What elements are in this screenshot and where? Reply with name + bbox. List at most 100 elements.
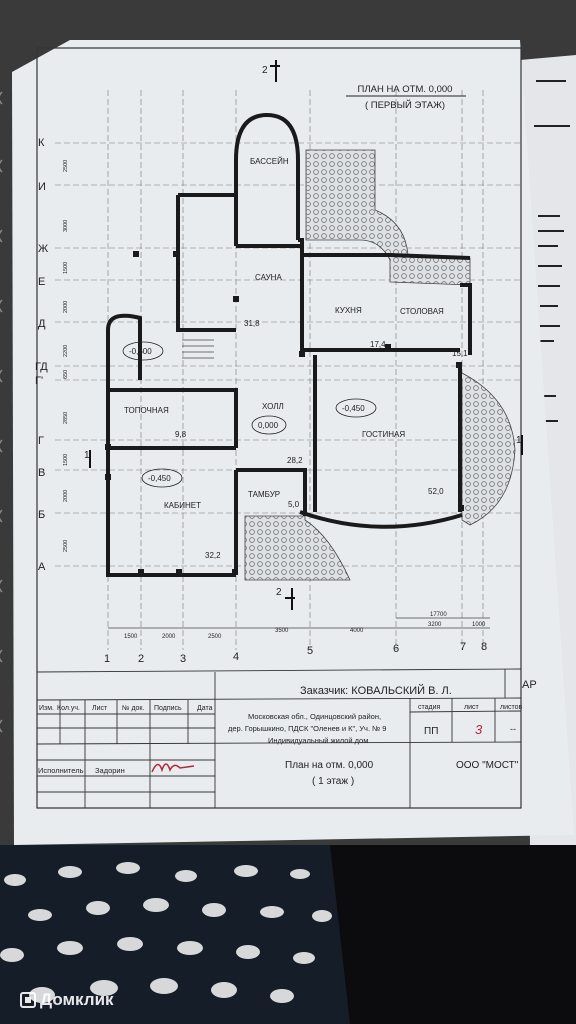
total-dimension: 17700 — [430, 612, 447, 618]
col-dim: 4000 — [350, 628, 364, 634]
role-label: Исполнитель — [38, 766, 84, 775]
row-dim: 2000 — [63, 301, 69, 313]
col-dim: 2000 — [162, 634, 176, 640]
drawing-name-2: ( 1 этаж ) — [312, 776, 354, 787]
row-dim: 650 — [63, 370, 69, 379]
area-sauna: 31,8 — [244, 319, 260, 328]
address-line-2: дер. Горышкино, ПДСК "Оленев и К", Уч. №… — [228, 724, 386, 733]
row-dim: 2500 — [63, 160, 69, 172]
stamp-headers: Изм. Кол.уч. Лист № док. Подпись Дата ст… — [39, 704, 523, 712]
level-marks: -0,600 0,000 -0,450 -0,450 — [122, 341, 377, 488]
customer: Заказчик: КОВАЛЬСКИЙ В. Л. — [300, 684, 452, 697]
header-kol: Кол.уч. — [57, 705, 80, 712]
person-name: Задорин — [95, 766, 125, 775]
row-label: Д — [38, 318, 46, 330]
col-dim: 3200 — [428, 622, 442, 628]
room-office: КАБИНЕТ — [164, 501, 201, 510]
company-name: ООО "МОСТ" — [456, 760, 519, 771]
drawing-frame — [36, 47, 522, 809]
room-vestibule: ТАМБУР — [248, 490, 280, 499]
col-label: 3 — [180, 653, 186, 665]
walls — [106, 112, 472, 577]
room-pool: БАССЕЙН — [250, 157, 289, 166]
level-stair: -0,600 — [129, 347, 152, 356]
back-sheet-text — [534, 80, 570, 422]
col-label: 7 — [460, 641, 466, 653]
row-dimensions: 2500 3000 1500 2000 2200 650 2850 1500 2… — [63, 160, 69, 552]
row-label: Г' — [35, 375, 43, 387]
row-dim: 2000 — [63, 490, 69, 502]
axis-mark-left: 1 — [84, 450, 90, 461]
level-living: -0,450 — [342, 404, 365, 413]
watermark-text: Домклик — [40, 990, 114, 1009]
col-label: 8 — [481, 641, 487, 653]
stairs — [182, 339, 214, 359]
area-kitchen: 17,4 — [370, 340, 386, 349]
columns — [105, 251, 464, 575]
section-mark-bottom: 2 — [276, 587, 282, 598]
col-label: 6 — [393, 643, 399, 655]
area-vestibule: 5,0 — [288, 500, 300, 509]
address-line-3: Индивидуальный жилой дом — [268, 736, 368, 745]
col-dim: 2500 — [208, 634, 222, 640]
row-label: Б — [38, 509, 45, 521]
header-sign: Подпись — [154, 705, 182, 712]
level-office: -0,450 — [148, 474, 171, 483]
sheets-value: -- — [510, 724, 516, 734]
area-boiler: 9,8 — [175, 430, 187, 439]
plan-subtitle: ( ПЕРВЫЙ ЭТАЖ) — [365, 99, 445, 111]
plan-title: ПЛАН НА ОТМ. 0,000 — [358, 84, 453, 95]
header-date: Дата — [197, 705, 213, 712]
address-line-1: Московская обл., Одинцовский район, — [248, 712, 381, 721]
col-label: 4 — [233, 651, 239, 663]
document-code: АР — [522, 679, 537, 691]
binder-rings — [0, 91, 3, 733]
row-label: А — [38, 561, 46, 573]
area-living: 52,0 — [428, 487, 444, 496]
room-kitchen: КУХНЯ — [335, 306, 362, 315]
row-dim: 2200 — [63, 345, 69, 357]
sheet-value: 3 — [475, 722, 483, 737]
col-label: 5 — [307, 645, 313, 657]
area-office: 32,2 — [205, 551, 221, 560]
row-label: Г — [38, 435, 44, 447]
header-stage: стадия — [418, 704, 441, 711]
room-dining: СТОЛОВАЯ — [400, 307, 444, 316]
row-dim: 2850 — [63, 412, 69, 424]
col-dim: 1000 — [472, 622, 486, 628]
room-hall: ХОЛЛ — [262, 402, 284, 411]
axis-mark-right: 1 — [516, 435, 522, 446]
section-mark-top: 2 — [262, 65, 268, 76]
row-label: ГД — [35, 361, 48, 373]
row-labels: К И Ж Е Д ГД Г' Г В Б А — [35, 137, 48, 573]
header-list: Лист — [92, 705, 108, 712]
col-label: 2 — [138, 653, 144, 665]
column-labels: 1 2 3 4 5 6 7 8 — [104, 641, 487, 665]
row-dim: 1500 — [63, 454, 69, 466]
watermark: Домклик — [20, 990, 114, 1010]
title-block — [36, 668, 522, 808]
area-hall: 28,2 — [287, 456, 303, 465]
room-areas: 31,8 17,4 15,1 9,8 28,2 5,0 52,0 32,2 — [175, 319, 468, 560]
room-sauna: САУНА — [255, 273, 282, 282]
row-label: К — [38, 137, 45, 149]
drawing-name-1: План на отм. 0,000 — [285, 760, 374, 771]
header-izm: Изм. — [39, 705, 54, 712]
level-hall: 0,000 — [258, 421, 279, 430]
col-dim: 3500 — [275, 628, 289, 634]
stage-value: ПП — [424, 726, 438, 737]
room-labels: БАССЕЙН САУНА КУХНЯ СТОЛОВАЯ ТОПОЧНАЯ ХО… — [124, 157, 444, 510]
drawing-sheet — [12, 40, 574, 845]
area-dining: 15,1 — [452, 349, 468, 358]
row-dim: 3000 — [63, 220, 69, 232]
row-label: Ж — [38, 243, 48, 255]
signature — [151, 763, 195, 773]
room-living: ГОСТИНАЯ — [362, 430, 405, 439]
row-label: И — [38, 181, 46, 193]
domclick-logo-icon — [20, 992, 36, 1008]
header-doc: № док. — [122, 705, 144, 712]
header-sheets: листов — [500, 704, 523, 711]
row-label: Е — [38, 276, 45, 288]
header-sheet: лист — [464, 704, 479, 711]
